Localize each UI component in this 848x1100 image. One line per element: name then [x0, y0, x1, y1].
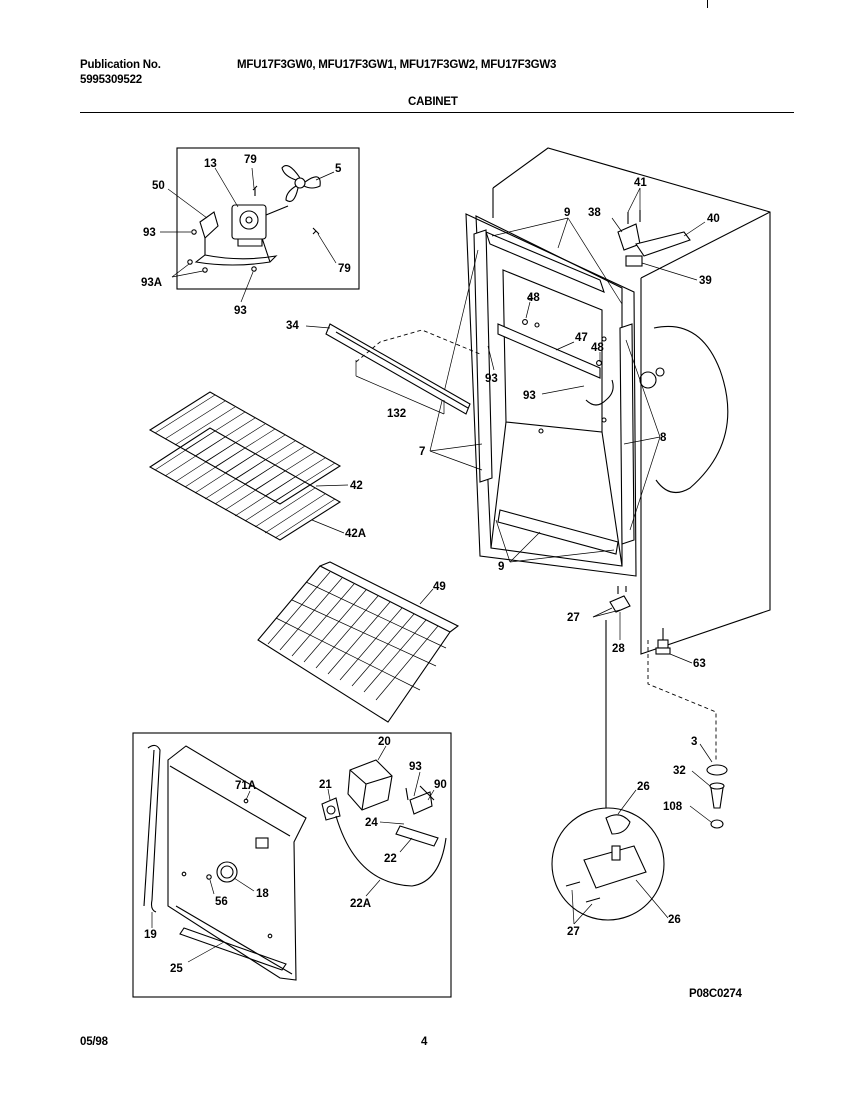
callout-42: 42	[350, 480, 363, 492]
motor-bracket	[199, 211, 219, 239]
callout-108: 108	[663, 801, 683, 813]
fan-motor-inset: 13 79 5 50 93 93A 93 79	[141, 147, 360, 317]
fan-motor	[231, 204, 267, 240]
callout-27: 27	[567, 926, 580, 938]
callout-93: 93	[523, 390, 536, 402]
callout-27: 27	[567, 612, 580, 624]
callout-47: 47	[575, 332, 588, 344]
callout-22A: 22A	[350, 898, 371, 910]
cabinet-body	[465, 147, 771, 655]
callout-93A: 93A	[141, 277, 162, 289]
motor-bracket-base	[194, 254, 278, 266]
callout-63: 63	[693, 658, 706, 670]
callout-93: 93	[485, 373, 498, 385]
strip-7	[473, 229, 493, 483]
model-list: MFU17F3GW0, MFU17F3GW1, MFU17F3GW2, MFU1…	[237, 59, 557, 71]
callout-20: 20	[378, 736, 391, 748]
publication-number: 5995309522	[80, 74, 142, 86]
callout-50: 50	[152, 180, 165, 192]
callout-5: 5	[335, 163, 342, 175]
publication-label: Publication No.	[80, 59, 161, 71]
bottom-hinge: 27 28 63 3 32 108	[567, 586, 728, 829]
header-rule	[80, 112, 794, 113]
callout-79: 79	[244, 154, 257, 166]
callout-25: 25	[170, 963, 183, 975]
gasket-bottom	[497, 509, 619, 555]
callout-40: 40	[707, 213, 720, 225]
inset-frame	[176, 147, 360, 290]
callout-132: 132	[387, 408, 406, 420]
callout-19: 19	[144, 929, 157, 941]
screw-93	[191, 229, 197, 235]
section-title: CABINET	[408, 96, 458, 108]
inset-frame-lower	[132, 732, 452, 998]
callout-26: 26	[637, 781, 650, 793]
gasket-top	[485, 231, 605, 293]
callout-13: 13	[204, 158, 217, 170]
callout-48: 48	[527, 292, 540, 304]
callout-56: 56	[215, 896, 228, 908]
callout-93: 93	[234, 305, 247, 317]
callout-93: 93	[409, 761, 422, 773]
callout-3: 3	[691, 736, 697, 748]
control-panel-inset: 19 71A 56 18 25 21 20	[132, 732, 452, 998]
cabinet-callouts: 9 48 47 48 93 93 7 8 9	[419, 207, 667, 573]
callout-79: 79	[338, 263, 351, 275]
crop-mark	[707, 0, 708, 8]
callout-42A: 42A	[345, 528, 366, 540]
side-dimple	[653, 325, 729, 494]
callout-71A: 71A	[235, 780, 256, 792]
strip-8	[619, 323, 635, 545]
screw-79b	[312, 227, 320, 235]
callout-49: 49	[433, 581, 446, 593]
callout-90: 90	[434, 779, 447, 791]
wire-basket: 49	[257, 561, 460, 723]
top-hinge: 41 38 40 39	[588, 177, 720, 287]
fan-blade	[281, 165, 321, 203]
callout-32: 32	[673, 765, 686, 777]
callout-24: 24	[365, 817, 378, 829]
callout-18: 18	[256, 888, 269, 900]
callout-9: 9	[564, 207, 570, 219]
wire-shelves: 42 42A	[148, 391, 366, 541]
callout-9: 9	[498, 561, 504, 573]
callout-39: 39	[699, 275, 712, 287]
callout-28: 28	[612, 643, 625, 655]
crisper-rail: 34 132	[286, 320, 481, 420]
callout-93: 93	[143, 227, 156, 239]
callout-34: 34	[286, 320, 299, 332]
callout-38: 38	[588, 207, 601, 219]
screw-79a	[252, 185, 258, 196]
callout-8: 8	[660, 432, 667, 444]
footer-date: 05/98	[80, 1036, 108, 1048]
callout-26: 26	[668, 914, 681, 926]
callout-21: 21	[319, 779, 332, 791]
callout-22: 22	[384, 853, 397, 865]
rail-47	[497, 323, 601, 379]
drawing-code: P08C0274	[689, 988, 742, 1000]
page-number: 4	[421, 1036, 428, 1048]
callout-48: 48	[591, 342, 604, 354]
callout-41: 41	[634, 177, 647, 189]
callout-7: 7	[419, 446, 425, 458]
hinge-detail: 26 27 26	[551, 781, 681, 938]
